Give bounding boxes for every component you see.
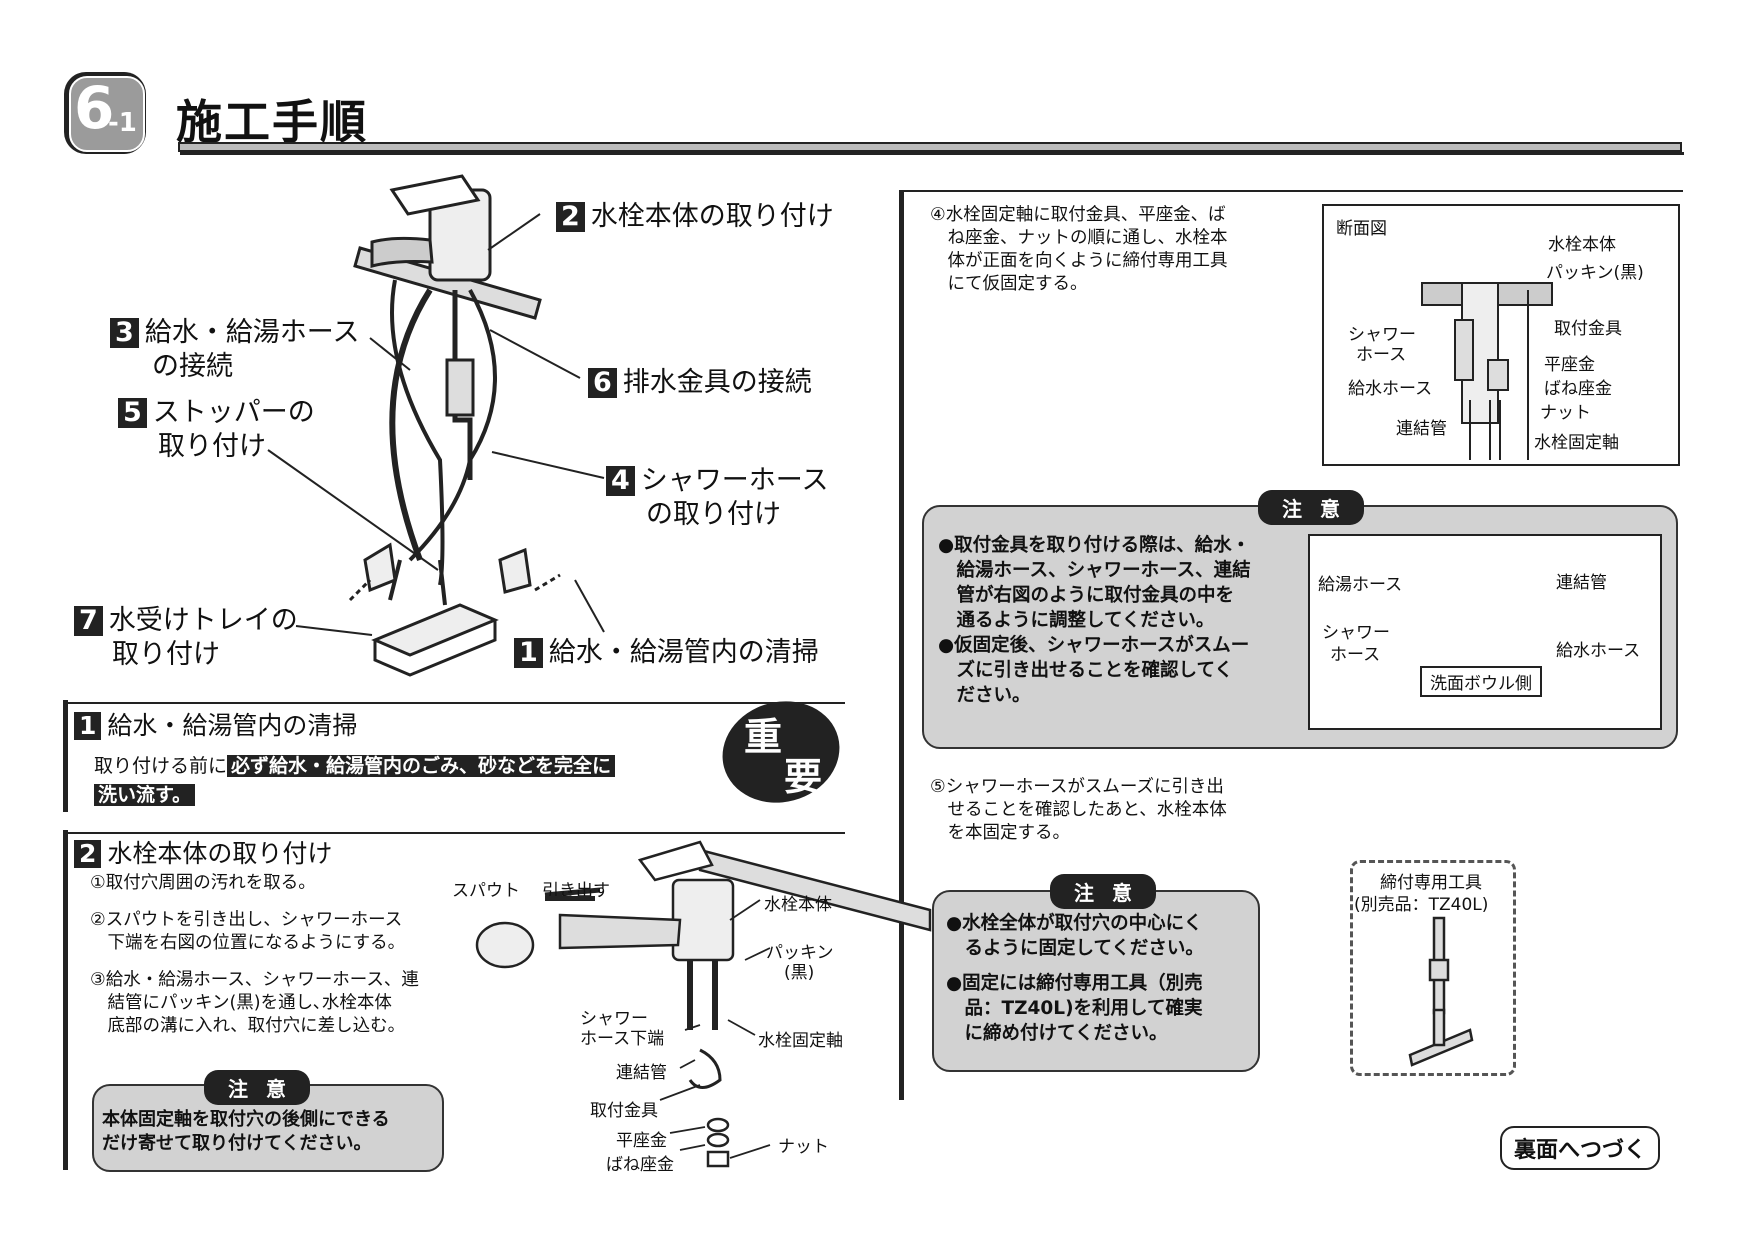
cs-label-packing: パッキン(黒) bbox=[1546, 263, 1644, 283]
cs-label-shower: シャワー bbox=[1348, 325, 1416, 345]
caution1-figure-box bbox=[1308, 534, 1662, 730]
step5-text: ⑤シャワーホースがスムーズに引き出 せることを確認したあと、水栓本体 を本固定す… bbox=[930, 777, 1227, 844]
fig-label-water-hose: 給水ホース bbox=[1556, 641, 1641, 661]
label-flat-washer: 平座金 bbox=[616, 1131, 667, 1151]
fig-label-pipe: 連結管 bbox=[1556, 573, 1607, 593]
step4-text: ④水栓固定軸に取付金具、平座金、ば ね座金、ナットの順に通し、水栓本 体が正面を… bbox=[930, 205, 1228, 295]
label-spout: スパウト bbox=[452, 881, 520, 901]
label-shower: シャワー bbox=[580, 1009, 648, 1029]
cs-label-spring-washer: ばね座金 bbox=[1544, 379, 1612, 399]
installation-faucet-illustration bbox=[475, 840, 932, 1168]
fig-label-hose: ホース bbox=[1330, 645, 1381, 665]
label-packing: パッキン bbox=[766, 943, 834, 963]
tool-label-name: 締付専用工具 bbox=[1380, 873, 1482, 893]
caution2-tag: 注意 bbox=[1050, 874, 1156, 909]
step-c-line2: 結管にパッキン(黒)を通し､水栓本体 bbox=[90, 993, 392, 1014]
label-shower-hose-end: ホース下端 bbox=[580, 1029, 665, 1049]
badge-number: 6 bbox=[74, 74, 115, 142]
continue-on-back-label: 裏面へつづく bbox=[1500, 1126, 1661, 1170]
cs-label-hose: ホース bbox=[1356, 345, 1407, 365]
important-char-2: 要 bbox=[784, 755, 823, 799]
tightening-tool-illustration bbox=[1408, 916, 1474, 1067]
section2-caution-tag: 注意 bbox=[204, 1070, 310, 1105]
section2-rule bbox=[63, 832, 845, 834]
cross-section-illustration bbox=[1421, 282, 1553, 460]
page-title: 施工手順 bbox=[176, 95, 368, 149]
overview-faucet-illustration bbox=[348, 174, 561, 677]
cs-label-shaft: 水栓固定軸 bbox=[1534, 433, 1619, 453]
section2-steps: ①取付穴周囲の汚れを取る。 ②スパウトを引き出し、シャワーホース 下端を右図の位… bbox=[90, 872, 419, 1039]
label-nut: ナット bbox=[778, 1137, 829, 1157]
right-top-rule bbox=[903, 190, 1683, 192]
label-bracket: 取付金具 bbox=[590, 1101, 658, 1121]
tool-label-part: (別売品：TZ40L) bbox=[1354, 895, 1489, 915]
important-char-1: 重 bbox=[744, 715, 783, 759]
caution1-text: ●取付金具を取り付ける際は、給水・ 給湯ホース、シャワーホース、連結 管が右図の… bbox=[938, 535, 1251, 706]
step-b-line1: ②スパウトを引き出し、シャワーホース bbox=[90, 910, 403, 931]
fig-label-shower: シャワー bbox=[1322, 623, 1390, 643]
caution2-text: ●水栓全体が取付穴の中心にく るように固定してください。 ●固定には締付専用工具… bbox=[946, 913, 1204, 1044]
cs-label-water-hose: 給水ホース bbox=[1348, 379, 1433, 399]
section1-body: 取り付ける前に必ず給水・給湯管内のごみ、砂などを完全に 洗い流す。 bbox=[94, 752, 616, 809]
step-a: ①取付穴周囲の汚れを取る。 bbox=[90, 873, 316, 893]
fig-label-hot-hose: 給湯ホース bbox=[1318, 575, 1403, 595]
overview-leader-lines bbox=[267, 213, 605, 636]
label-faucet-body: 水栓本体 bbox=[764, 895, 832, 915]
title-underline bbox=[178, 142, 1682, 152]
caution1-tag: 注意 bbox=[1258, 490, 1364, 525]
section2-caution-text: 本体固定軸を取付穴の後側にできる だけ寄せて取り付けてください。 bbox=[102, 1109, 390, 1155]
cs-label-nut: ナット bbox=[1540, 403, 1591, 423]
cross-section-box bbox=[1322, 204, 1680, 466]
badge-subnumber: -1 bbox=[108, 108, 137, 138]
step-c-line3: 底部の溝に入れ、取付穴に差し込む。 bbox=[90, 1016, 406, 1037]
step-c-line1: ③給水・給湯ホース、シャワーホース、連 bbox=[90, 970, 419, 991]
tool-box bbox=[1350, 860, 1516, 1076]
cross-section-title: 断面図 bbox=[1336, 219, 1387, 239]
cs-label-body: 水栓本体 bbox=[1548, 235, 1616, 255]
fig-label-bowl-side: 洗面ボウル側 bbox=[1420, 666, 1542, 697]
caution2-box bbox=[932, 890, 1260, 1072]
label-connecting-pipe: 連結管 bbox=[616, 1063, 667, 1083]
label-fixing-shaft: 水栓固定軸 bbox=[758, 1031, 843, 1051]
step-b-line2: 下端を右図の位置になるようにする。 bbox=[90, 933, 406, 954]
installation-leader-lines bbox=[659, 899, 771, 1159]
label-packing-black: (黒) bbox=[784, 963, 815, 983]
section1-rule bbox=[63, 702, 845, 704]
cs-label-bracket: 取付金具 bbox=[1554, 319, 1622, 339]
cs-label-flat-washer: 平座金 bbox=[1544, 355, 1595, 375]
cs-label-pipe: 連結管 bbox=[1396, 419, 1447, 439]
pull-arrow-icon bbox=[545, 896, 595, 901]
label-spring-washer: ばね座金 bbox=[606, 1155, 674, 1175]
